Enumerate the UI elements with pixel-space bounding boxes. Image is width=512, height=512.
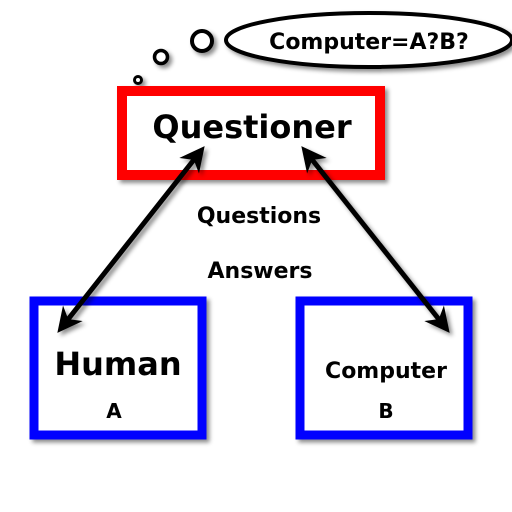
computer-label: Computer	[325, 359, 447, 384]
thought-ellipse	[224, 11, 512, 69]
human-label: Human	[54, 345, 181, 383]
human-letter: A	[106, 399, 122, 423]
thought-text: Computer=A?B?	[269, 30, 469, 55]
thought-bubble	[133, 11, 512, 85]
questions-label: Questions	[197, 204, 321, 229]
answers-label: Answers	[208, 259, 313, 284]
thought-dot-medium	[152, 48, 170, 66]
questioner-label: Questioner	[152, 108, 351, 146]
computer-letter: B	[378, 399, 393, 423]
thought-dot-small	[133, 75, 143, 85]
thought-dot-large	[190, 29, 214, 53]
arrow-questioner-human	[57, 146, 205, 333]
arrow-questioner-computer	[301, 146, 450, 333]
